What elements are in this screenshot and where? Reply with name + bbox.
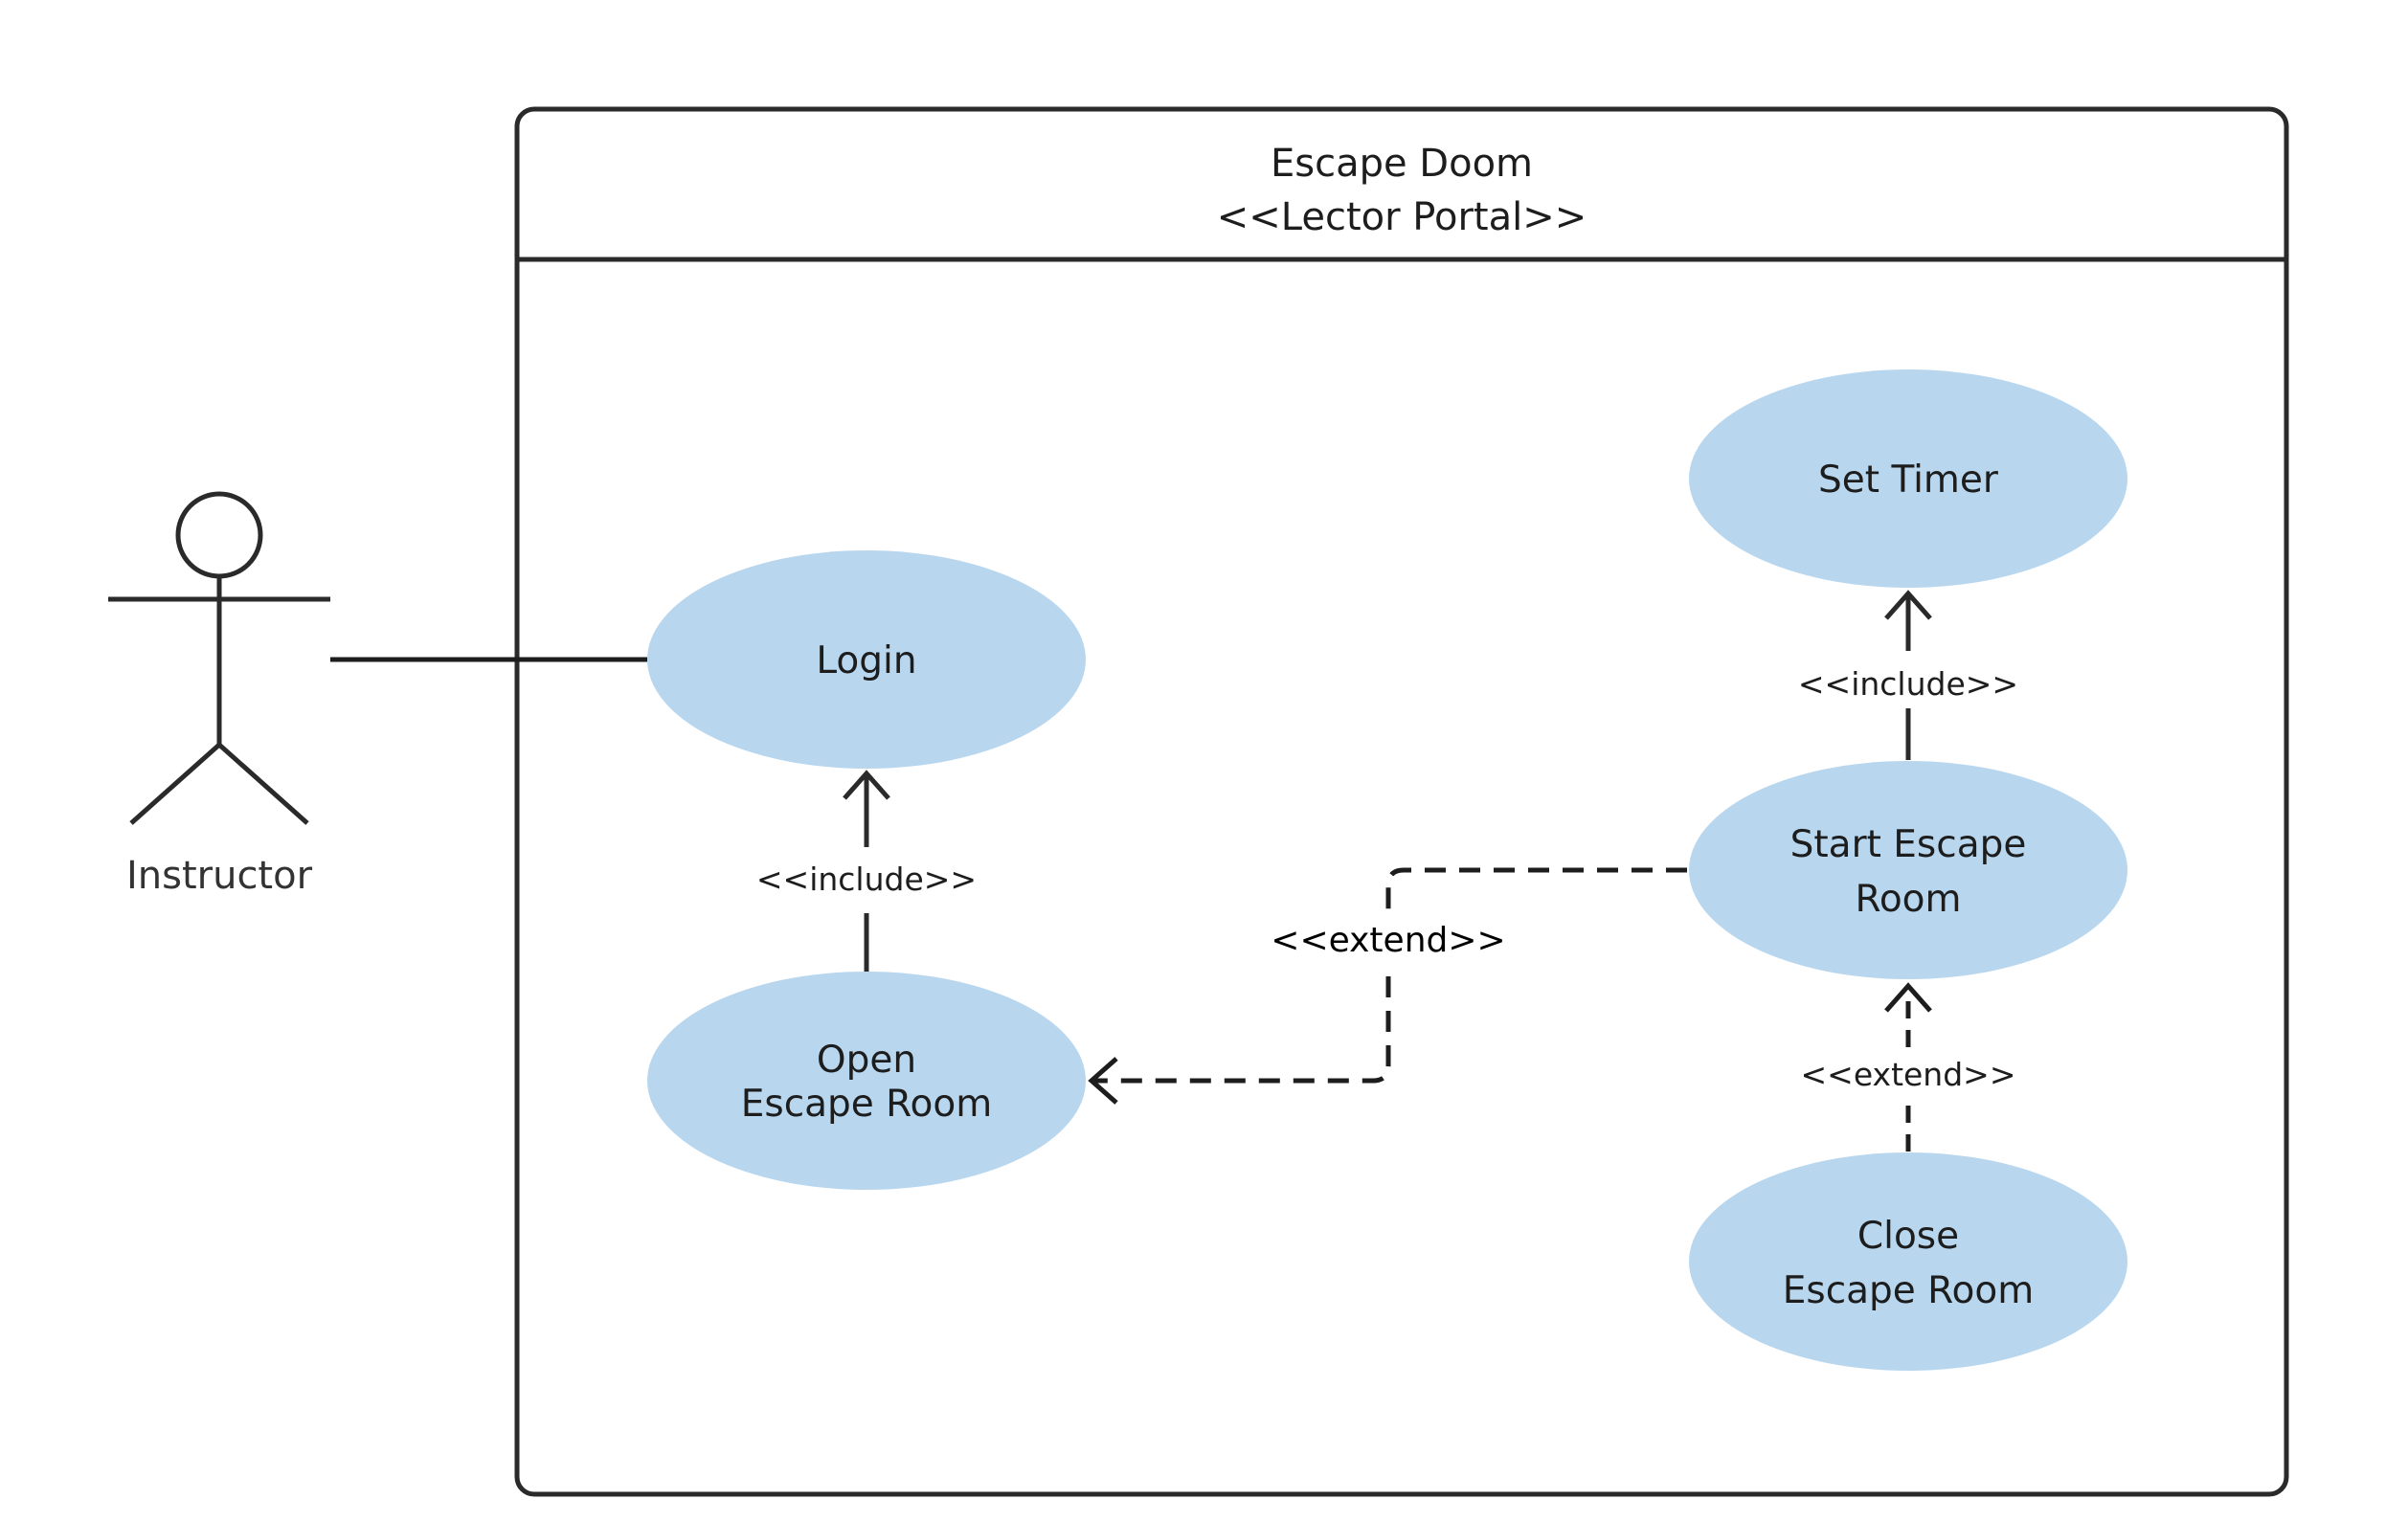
include-start-timer-label: <<include>> xyxy=(1798,665,2018,703)
usecase-close-escape-room[interactable]: Close Escape Room xyxy=(1689,1152,2127,1371)
usecase-start-escape-room[interactable]: Start Escape Room xyxy=(1689,761,2127,979)
usecase-close-label-line1: Close xyxy=(1857,1215,1959,1258)
usecase-close-label-line2: Escape Room xyxy=(1783,1269,2035,1312)
extend-close-start-label: <<extend>> xyxy=(1801,1056,2016,1093)
extend-start-open-arrowhead xyxy=(1088,1057,1118,1105)
actor-left-leg xyxy=(129,743,221,825)
usecase-login[interactable]: Login xyxy=(647,550,1086,769)
actor-right-leg xyxy=(217,743,309,825)
usecase-open-ellipse xyxy=(647,972,1086,1190)
usecase-close-ellipse xyxy=(1689,1152,2127,1371)
extend-close-start-arrowhead xyxy=(1884,982,1932,1013)
extend-start-open-line xyxy=(1093,867,1687,1084)
usecase-start-label-line1: Start Escape xyxy=(1790,823,2027,866)
usecase-login-ellipse xyxy=(647,550,1086,769)
usecase-login-label: Login xyxy=(816,639,916,682)
usecase-set-timer-ellipse xyxy=(1689,369,2127,588)
include-start-timer-arrowhead xyxy=(1884,590,1932,620)
actor-label: Instructor xyxy=(126,854,313,898)
usecase-start-ellipse xyxy=(1689,761,2127,979)
system-stereotype: <<Lector Portal>> xyxy=(1217,195,1587,239)
usecase-open-label-line2: Escape Room xyxy=(741,1083,993,1126)
usecase-open-label-line1: Open xyxy=(817,1039,916,1082)
extend-start-open-label: <<extend>> xyxy=(1271,921,1505,960)
include-open-login-label: <<include>> xyxy=(756,861,977,898)
usecase-set-timer[interactable]: Set Timer xyxy=(1689,369,2127,588)
system-title: Escape Doom xyxy=(1271,142,1533,186)
usecase-start-label-line2: Room xyxy=(1855,878,1961,921)
usecase-set-timer-label: Set Timer xyxy=(1818,459,1999,502)
usecase-open-escape-room[interactable]: Open Escape Room xyxy=(647,972,1086,1190)
actor-head xyxy=(175,491,263,579)
actor-instructor xyxy=(108,491,330,825)
include-open-login-arrowhead xyxy=(843,770,890,800)
